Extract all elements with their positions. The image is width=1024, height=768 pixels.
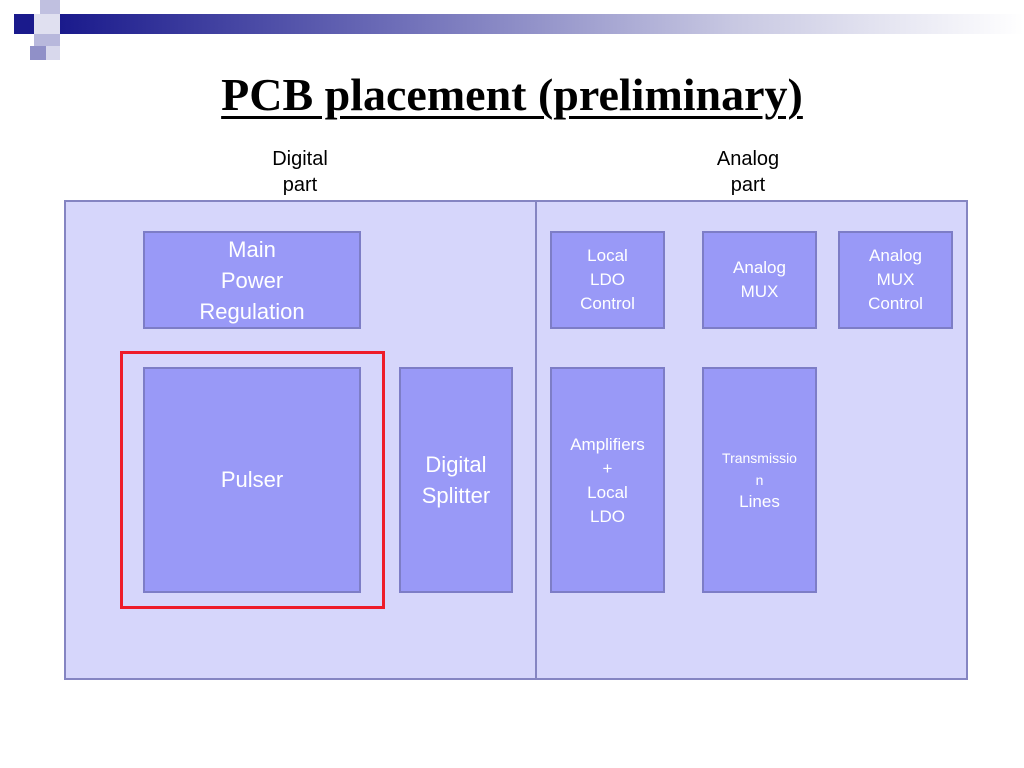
main-power-regulation-label: Main Power Regulation xyxy=(199,236,305,324)
deco-square-top xyxy=(40,0,60,14)
digital-splitter-block: Digital Splitter xyxy=(399,367,513,593)
local-ldo-control-label: Local LDO Control xyxy=(580,246,635,313)
amplifiers-local-ldo-block: Amplifiers + Local LDO xyxy=(550,367,665,593)
digital-splitter-label: Digital Splitter xyxy=(421,452,491,508)
analog-mux-label: Analog MUX xyxy=(733,258,786,301)
transmission-lines-block: Transmissio n Lines xyxy=(702,367,817,593)
deco-square-light xyxy=(34,14,60,34)
page-title: PCB placement (preliminary) xyxy=(221,69,803,120)
analog-mux-control-block: Analog MUX Control xyxy=(838,231,953,329)
pulser-block: Pulser xyxy=(143,367,361,593)
analog-mux-block: Analog MUX xyxy=(702,231,817,329)
deco-square-dark xyxy=(14,14,34,34)
transmission-lines-label-bottom: Lines xyxy=(739,492,780,511)
title-bar-gradient xyxy=(60,14,1024,34)
analog-mux-control-label: Analog MUX Control xyxy=(868,246,923,313)
analog-part-label: Analog part xyxy=(716,148,780,196)
deco-square-mid xyxy=(34,34,60,46)
deco-square-bottom xyxy=(30,46,46,60)
main-power-regulation-block: Main Power Regulation xyxy=(143,231,361,329)
deco-square-bottom-light xyxy=(46,46,60,60)
digital-part-label: Digital part xyxy=(272,148,328,196)
amplifiers-local-ldo-label: Amplifiers + Local LDO xyxy=(570,435,645,526)
pulser-highlight-box xyxy=(120,351,385,609)
transmission-lines-label-top: Transmissio n xyxy=(722,450,797,488)
local-ldo-control-block: Local LDO Control xyxy=(550,231,665,329)
digital-analog-divider xyxy=(535,200,537,680)
pulser-label: Pulser xyxy=(220,467,284,492)
